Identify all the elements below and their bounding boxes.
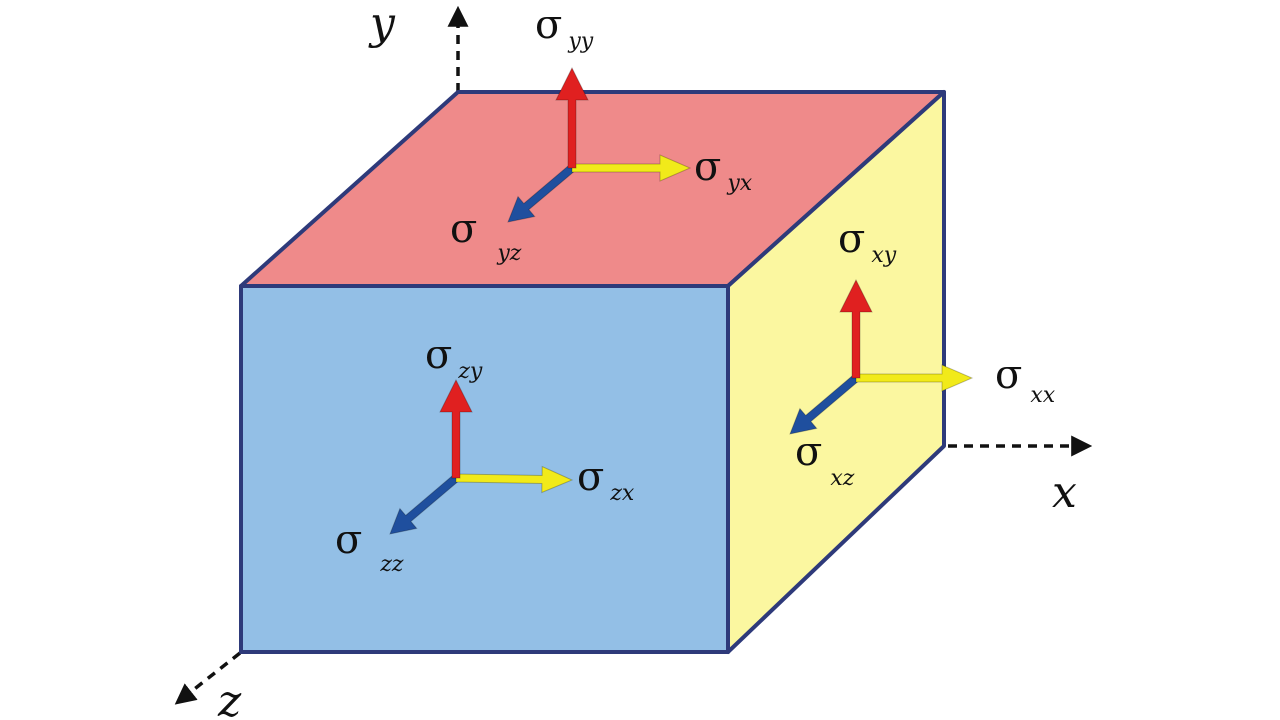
top-x-arrow bbox=[571, 154, 692, 182]
sigma-xz-label: σxz bbox=[795, 429, 855, 491]
top-face-stress-arrows bbox=[507, 66, 692, 223]
front-z-arrow bbox=[389, 474, 460, 535]
top-z-arrow bbox=[507, 164, 576, 223]
z-axis-line bbox=[174, 651, 242, 705]
front-face-stress-arrows bbox=[389, 378, 574, 535]
right-face-stress-arrows bbox=[789, 278, 974, 435]
front-y-arrow bbox=[439, 378, 473, 479]
y-axis-label: y bbox=[368, 0, 396, 49]
x-axis-label: x bbox=[1052, 467, 1077, 518]
right-z-arrow bbox=[789, 374, 860, 435]
right-y-arrow bbox=[839, 278, 873, 379]
front-face bbox=[239, 284, 730, 654]
top-y-arrow bbox=[555, 66, 589, 169]
sigma-zz-label: σzz bbox=[335, 517, 404, 577]
sigma-yz-label: σyz bbox=[450, 206, 522, 266]
right-x-arrow bbox=[855, 364, 974, 392]
front-x-arrow bbox=[455, 465, 574, 494]
z-axis-label: z bbox=[217, 676, 242, 720]
